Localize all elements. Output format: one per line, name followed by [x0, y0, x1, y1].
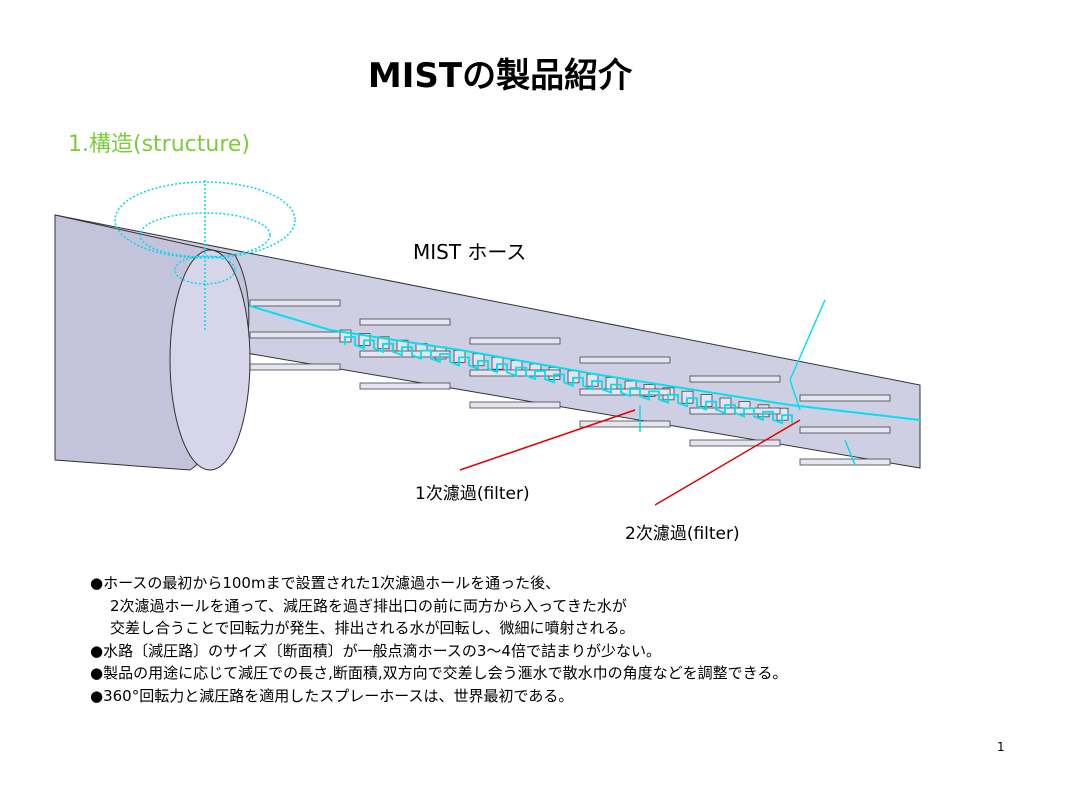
section-heading: 1.構造(structure): [68, 132, 250, 157]
channel-rib: [469, 401, 561, 409]
rotation-indicator: [114, 180, 296, 330]
channel-rib: [579, 356, 671, 364]
channel-rib: [579, 420, 671, 428]
bullet-line: ●製品の用途に応じて減圧での長さ,断面積,双方向で交差し会う滙水で散水巾の角度な…: [90, 664, 788, 682]
channel-rib: [249, 363, 341, 371]
filter2-pointer: [654, 419, 801, 506]
water-path-zigzag: [344, 336, 793, 425]
cylinder-opening: [169, 249, 251, 471]
bullet-line: ●ホースの最初から100mまで設置された1次濾過ホールを通った後、: [90, 574, 561, 592]
filter1-label: 1次濾過(filter): [415, 484, 530, 504]
channel-rib: [689, 375, 781, 383]
bullet-line: ●水路〔減圧路〕のサイズ〔断面積〕が一般点滴ホースの3～4倍で詰まりが少ない。: [90, 641, 661, 660]
bullet-item: ●360°回転力と減圧路を適用したスプレーホースは、世界最初である。: [90, 685, 787, 708]
bullet-line: ●360°回転力と減圧路を適用したスプレーホースは、世界最初である。: [90, 686, 574, 705]
bullet-item: ●製品の用途に応じて減圧での長さ,断面積,双方向で交差し会う滙水で散水巾の角度な…: [90, 662, 787, 685]
slide-title: MISTの製品紹介: [367, 56, 633, 96]
channel-rib: [689, 439, 781, 447]
channel-rib: [249, 331, 341, 339]
channel-rib: [799, 426, 891, 434]
product-label: MIST ホース: [413, 240, 527, 264]
channel-rib: [469, 337, 561, 345]
bullet-list: ●ホースの最初から100mまで設置された1次濾過ホールを通った後、 2次濾過ホー…: [90, 572, 787, 707]
filter2-label: 2次濾過(filter): [625, 524, 740, 544]
spray-lines: [639, 299, 856, 466]
channel-rib: [249, 299, 341, 307]
filter1-pointer: [459, 409, 636, 471]
bullet-line: 交差し合うことで回転力が発生、排出される水が回転し、微細に噴射される。: [110, 619, 635, 637]
bullet-item: ●ホースの最初から100mまで設置された1次濾過ホールを通った後、 2次濾過ホー…: [90, 572, 787, 640]
bullet-item: ●水路〔減圧路〕のサイズ〔断面積〕が一般点滴ホースの3～4倍で詰まりが少ない。: [90, 640, 787, 663]
channel-rib: [359, 382, 451, 390]
channel-rib: [799, 394, 891, 402]
channel-rib: [359, 350, 451, 358]
page-number: 1: [997, 740, 1005, 754]
channel-rib: [359, 318, 451, 326]
channel-rib: [799, 458, 891, 466]
bullet-line: 2次濾過ホールを通って、減圧路を過ぎ排出口の前に両方から入ってきた水が: [110, 596, 627, 615]
